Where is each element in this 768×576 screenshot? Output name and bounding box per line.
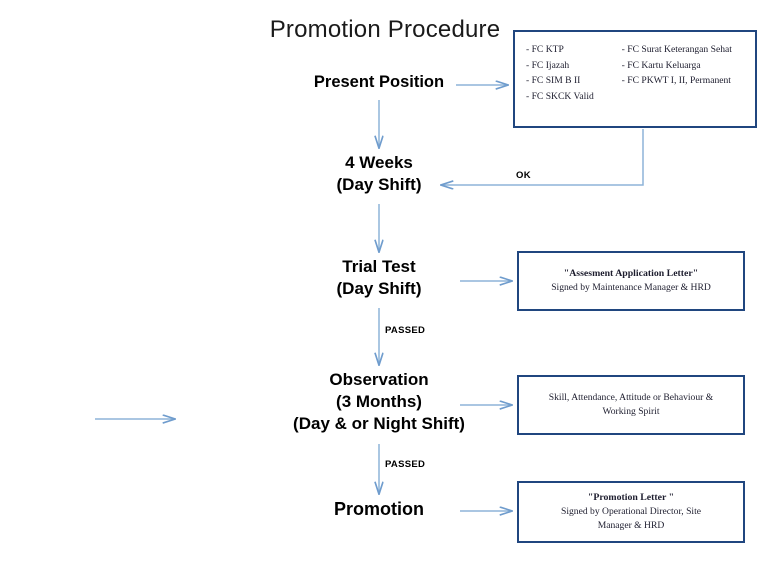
flow-node-four-weeks: 4 Weeks (Day Shift) xyxy=(259,152,499,196)
flow-node-promotion: Promotion xyxy=(259,498,499,521)
assessment-letter-subtitle: Signed by Maintenance Manager & HRD xyxy=(551,282,711,294)
flow-node-present-position-line-1: Present Position xyxy=(313,73,445,91)
flow-node-present-position: Present Position xyxy=(259,72,499,93)
flow-node-trial-test: Trial Test (Day Shift) xyxy=(259,256,499,300)
observation-criteria-line-2: Working Spirit xyxy=(602,406,660,417)
assessment-letter-box: "Assesment Application Letter" Signed by… xyxy=(517,251,745,311)
flow-node-observation-line-1: Observation xyxy=(329,370,429,389)
page-title: Promotion Procedure xyxy=(269,16,501,43)
flow-node-observation-line-2: (3 Months) xyxy=(336,391,422,411)
promotion-letter-subtitle-line-1: Signed by Operational Director, Site xyxy=(560,506,702,518)
flow-node-observation: Observation (3 Months) (Day & or Night S… xyxy=(249,369,509,434)
flow-node-promotion-line-1: Promotion xyxy=(334,499,424,519)
documents-requirement-box: - FC KTP - FC Ijazah - FC SIM B II - FC … xyxy=(513,30,757,128)
document-item: - FC Surat Keterangan Sehat xyxy=(621,44,732,55)
document-item: - FC SKCK Valid xyxy=(526,90,594,102)
flow-node-four-weeks-line-2: (Day Shift) xyxy=(336,174,422,194)
edge-label-passed-observation: PASSED xyxy=(385,459,426,470)
documents-right-column: - FC Surat Keterangan Sehat - FC Kartu K… xyxy=(622,42,755,104)
document-item: - FC SIM B II xyxy=(526,75,581,87)
flow-node-trial-test-line-1: Trial Test xyxy=(342,257,416,276)
documents-left-column: - FC KTP - FC Ijazah - FC SIM B II - FC … xyxy=(526,42,614,104)
assessment-letter-title: "Assesment Application Letter" xyxy=(563,267,699,279)
promotion-letter-title: "Promotion Letter " xyxy=(587,491,675,503)
edge-label-ok: OK xyxy=(516,170,531,181)
document-item: - FC KTP xyxy=(526,44,564,55)
observation-criteria-box: Skill, Attendance, Attitude or Behaviour… xyxy=(517,375,745,435)
document-item: - FC Kartu Keluarga xyxy=(621,59,701,71)
observation-criteria-line-1: Skill, Attendance, Attitude or Behaviour… xyxy=(548,391,714,403)
promotion-letter-box: "Promotion Letter " Signed by Operationa… xyxy=(517,481,745,543)
flow-node-trial-test-line-2: (Day Shift) xyxy=(336,278,422,298)
flow-node-four-weeks-line-1: 4 Weeks xyxy=(345,153,413,172)
edge-label-passed-trial: PASSED xyxy=(385,325,426,336)
flow-node-observation-line-3: (Day & or Night Shift) xyxy=(293,413,465,433)
document-item: - FC Ijazah xyxy=(526,59,570,71)
promotion-letter-subtitle-line-2: Manager & HRD xyxy=(597,520,665,532)
document-item: - FC PKWT I, II, Permanent xyxy=(621,75,731,87)
